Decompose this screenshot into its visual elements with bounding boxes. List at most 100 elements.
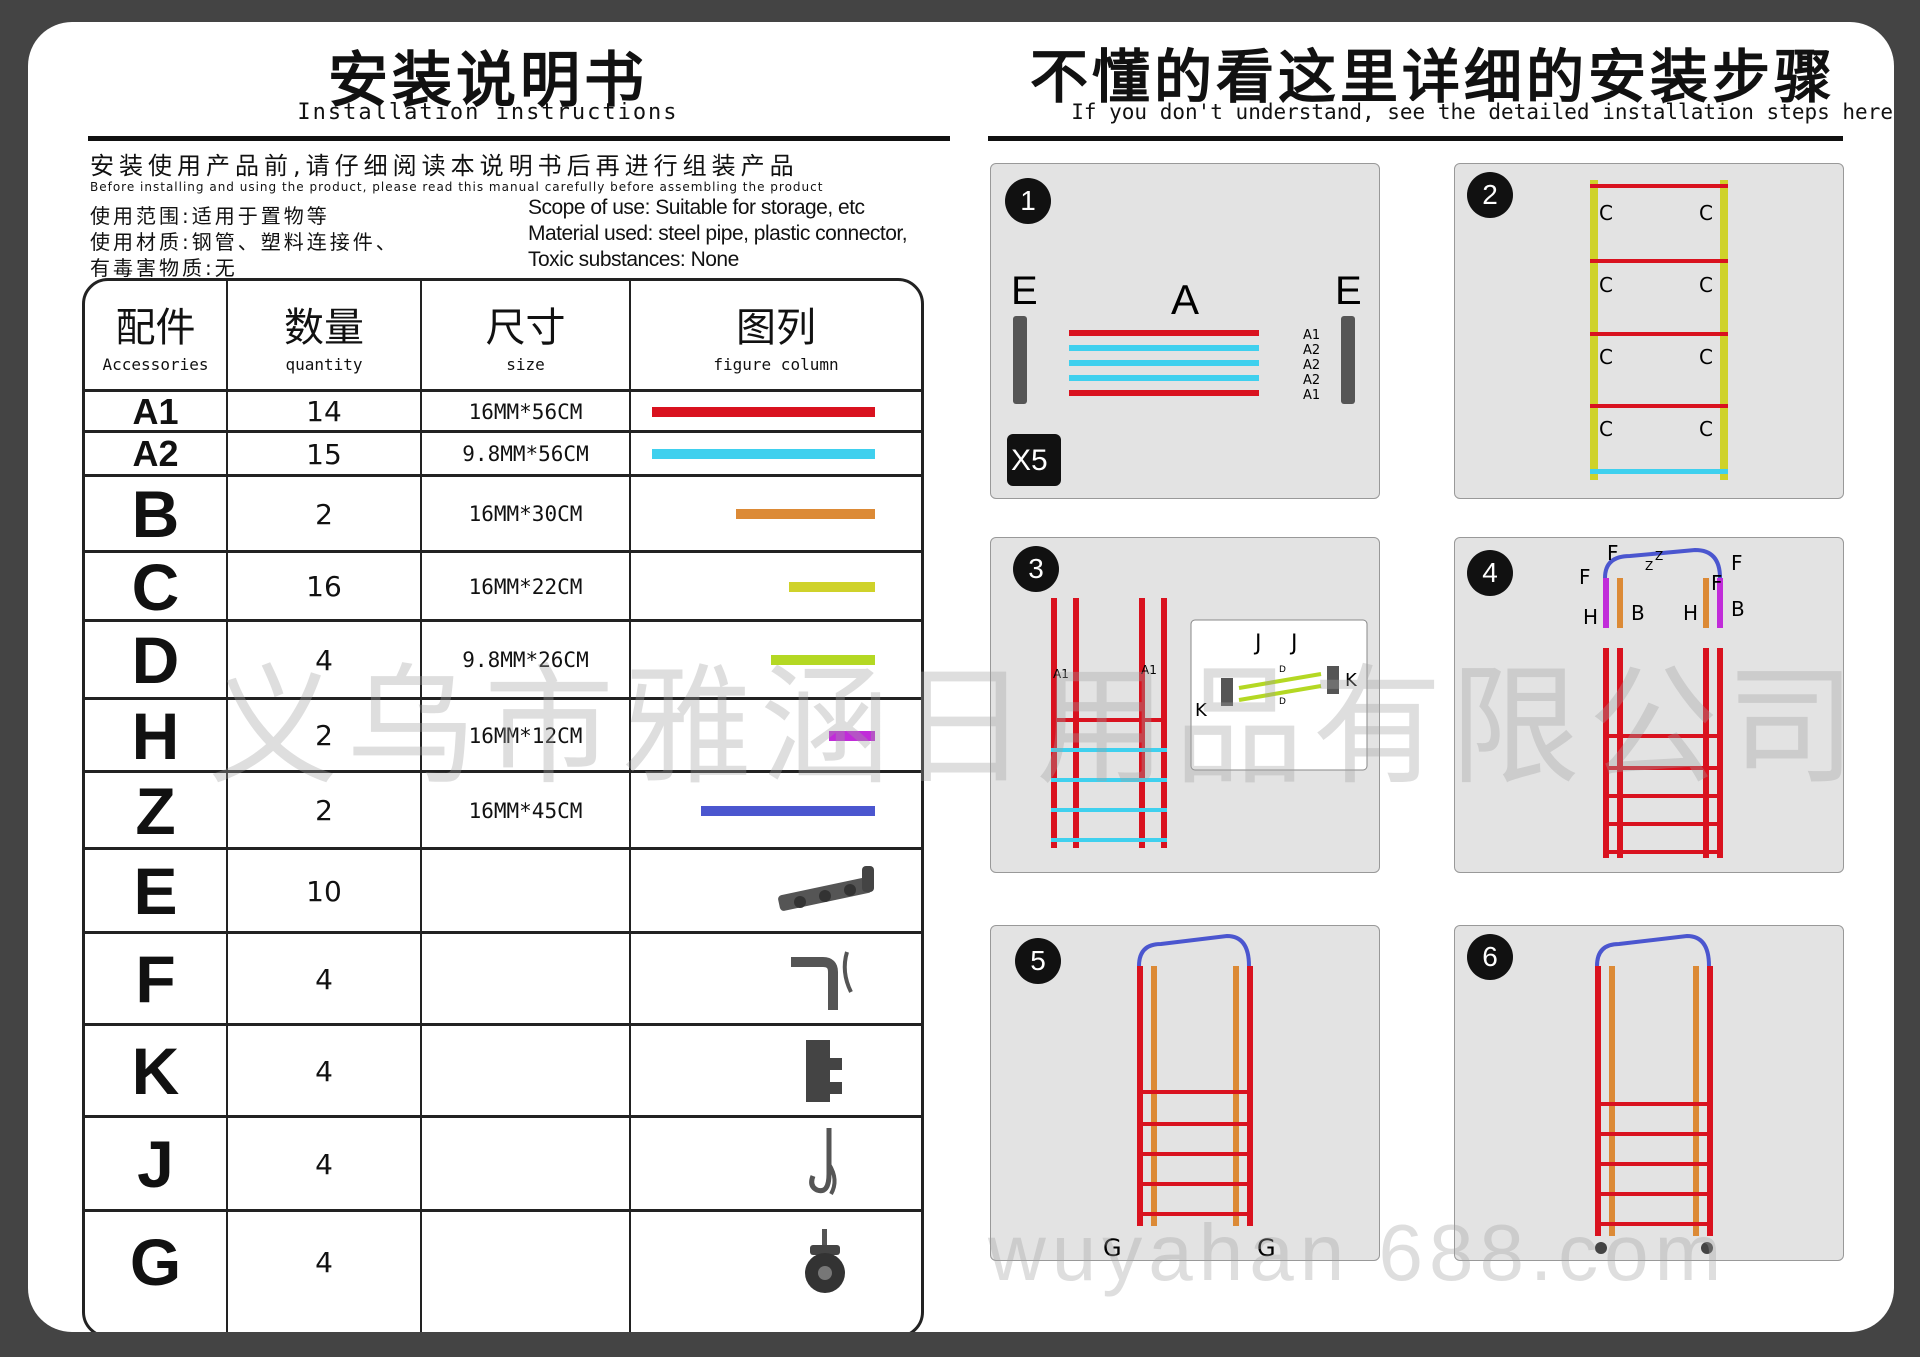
part-size: 16MM*45CM xyxy=(468,798,583,823)
step-5-diagram: G G xyxy=(1103,933,1276,1260)
part-e-bracket xyxy=(1013,316,1027,404)
step-label: A1 xyxy=(1141,663,1157,677)
header-quantity: 数量 xyxy=(284,305,364,351)
part-quantity: 2 xyxy=(315,719,333,752)
step-label: A1 xyxy=(1303,388,1320,403)
part-quantity: 10 xyxy=(306,874,342,908)
step-label: F xyxy=(1731,551,1743,575)
step-3-diagram: A1 A1 J J K K D D xyxy=(1051,598,1368,848)
part-quantity: 4 xyxy=(315,1245,333,1279)
step-label: C xyxy=(1699,273,1713,297)
step-panel-5: 5 G G xyxy=(990,925,1380,1261)
instruction-sheet: 安装说明书 Installation instructions 不懂的看这里详细… xyxy=(28,22,1894,1332)
row-divider xyxy=(85,770,921,773)
part-size: 16MM*56CM xyxy=(468,399,583,424)
header-accessories-en: Accessories xyxy=(102,355,209,374)
part-label: A2 xyxy=(132,433,179,474)
step-panel-2: 2 C C C C C C C C xyxy=(1454,163,1844,499)
corner-hook-icon xyxy=(745,933,905,1025)
tube-a1 xyxy=(1069,390,1259,396)
part-label: K xyxy=(131,1034,180,1108)
toxic-cn: 有毒害物质:无 xyxy=(90,256,238,280)
step-label: A1 xyxy=(1303,328,1320,343)
double-hook-icon xyxy=(745,1117,905,1211)
intro-line-en: Before installing and using the product,… xyxy=(90,180,824,194)
part-size: 9.8MM*26CM xyxy=(462,648,589,672)
step-label: A2 xyxy=(1303,373,1320,388)
step-label: F xyxy=(1607,541,1619,565)
parts-table: 配件 Accessories 数量 quantity 尺寸 size 图列 fi… xyxy=(82,278,924,1332)
step-2-diagram: C C C C C C C C xyxy=(1590,180,1728,480)
part-tube-swatch xyxy=(829,730,875,741)
step-6-diagram xyxy=(1595,933,1713,1254)
row-divider xyxy=(85,931,921,934)
tube-a2 xyxy=(1069,345,1259,351)
part-size xyxy=(422,849,629,933)
toxic-en: Toxic substances: None xyxy=(528,248,739,271)
scope-cn: 使用范围:适用于置物等 xyxy=(90,204,330,228)
part-label: H xyxy=(131,698,180,773)
step-label: J xyxy=(1289,631,1298,656)
step-label: K xyxy=(1345,670,1358,691)
step-label: H xyxy=(1583,605,1598,629)
step-label: B xyxy=(1631,601,1645,625)
row-divider xyxy=(85,697,921,700)
hook-bracket-icon xyxy=(745,849,905,933)
step-label: C xyxy=(1599,201,1613,225)
right-title-cn: 不懂的看这里详细的安装步骤 xyxy=(1029,43,1836,111)
step-label: F xyxy=(1579,565,1591,589)
part-tube-swatch xyxy=(736,509,875,519)
step-label: C xyxy=(1699,201,1713,225)
part-label: Z xyxy=(135,773,176,848)
part-size: 16MM*12CM xyxy=(468,723,583,748)
header-accessories: 配件 xyxy=(115,305,196,351)
step-label: G xyxy=(1257,1234,1276,1260)
part-label: A1 xyxy=(132,390,179,432)
part-size: 16MM*30CM xyxy=(468,502,583,526)
step-badge: 2 xyxy=(1467,172,1513,218)
step-badge: 5 xyxy=(1015,938,1061,984)
row-divider xyxy=(85,430,921,433)
step-label: A2 xyxy=(1303,343,1320,358)
part-size: 9.8MM*56CM xyxy=(462,442,589,466)
part-tube-swatch xyxy=(771,655,875,665)
step-label: C xyxy=(1599,345,1613,369)
part-tube-swatch xyxy=(701,805,875,816)
part-quantity: 4 xyxy=(315,643,333,677)
part-label: G xyxy=(129,1225,182,1299)
right-title-en: If you don't understand, see the detaile… xyxy=(1071,100,1893,124)
row-divider xyxy=(85,550,921,553)
part-quantity: 2 xyxy=(315,497,333,531)
part-quantity: 4 xyxy=(315,962,333,996)
step-label: D xyxy=(1279,665,1286,675)
row-divider xyxy=(85,847,921,850)
part-quantity: 14 xyxy=(306,395,342,428)
right-header-rule xyxy=(988,136,1843,141)
header-quantity-en: quantity xyxy=(285,355,363,374)
intro-line-cn: 安装使用产品前,请仔细阅读本说明书后再进行组装产品 xyxy=(90,152,799,180)
step-label: C xyxy=(1699,417,1713,441)
left-title-cn: 安装说明书 xyxy=(328,46,648,116)
part-label: E xyxy=(133,854,178,928)
step-4-diagram: F F F F Z Z H H B B xyxy=(1579,541,1745,858)
step-panel-1: 1 E A E A1 A2 A2 A2 A1 X5 xyxy=(990,163,1380,499)
part-quantity: 15 xyxy=(306,437,342,471)
header-size: 尺寸 xyxy=(485,305,566,351)
row-divider xyxy=(85,389,921,392)
col-divider xyxy=(629,281,631,1332)
part-size xyxy=(422,1025,629,1117)
step-badge: 1 xyxy=(1005,178,1051,224)
step-label: A xyxy=(1171,276,1199,323)
material-cn: 使用材质:钢管、塑料连接件、 xyxy=(90,230,399,254)
step-label: H xyxy=(1683,601,1698,625)
step-badge: 3 xyxy=(1013,546,1059,592)
step-label: K xyxy=(1195,700,1208,721)
step-label: C xyxy=(1599,417,1613,441)
step-label: C xyxy=(1599,273,1613,297)
step-panel-4: 4 F F F F Z Z H H B B xyxy=(1454,537,1844,873)
part-label: C xyxy=(131,549,180,624)
step-label: Z xyxy=(1655,549,1663,563)
row-divider xyxy=(85,619,921,622)
tube-a2 xyxy=(1069,360,1259,366)
material-en: Material used: steel pipe, plastic conne… xyxy=(528,222,908,245)
